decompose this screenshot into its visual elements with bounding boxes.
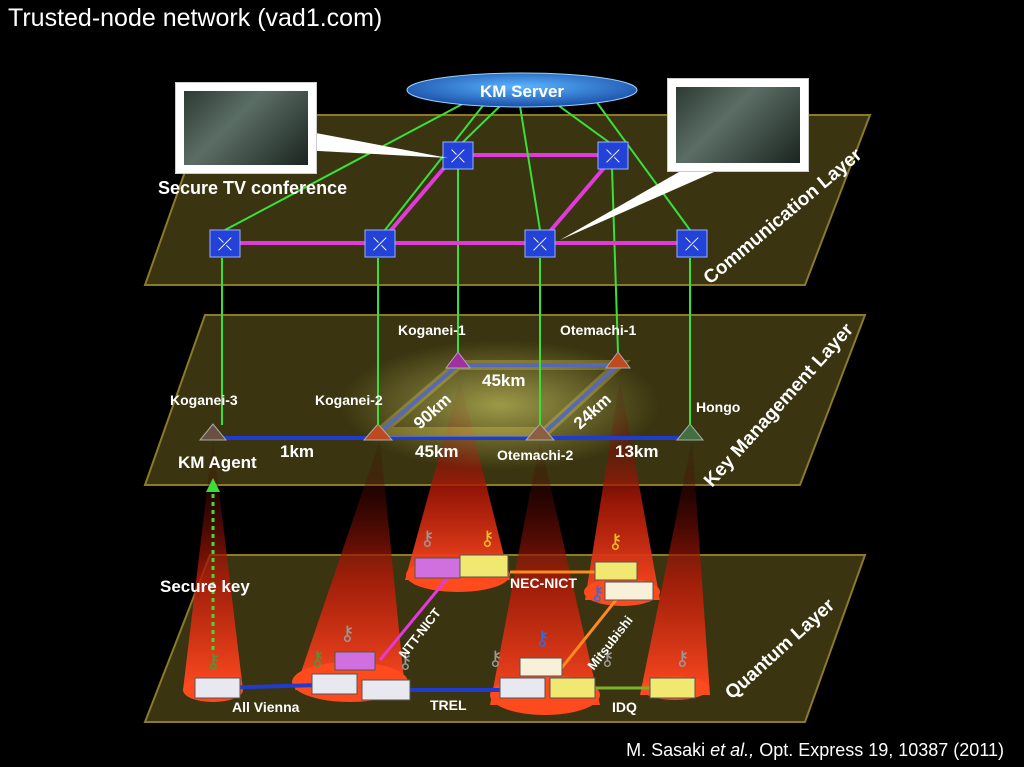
router-nodes: ⤫ ⤫ ⤫ ⤫ ⤫ ⤫: [209, 141, 708, 258]
tv-left-pointer: [300, 130, 448, 158]
router-node[interactable]: ⤫: [364, 229, 396, 258]
beam-hongo: [640, 440, 710, 695]
secure-key-arrowhead: [206, 478, 220, 492]
server-links: [224, 99, 691, 231]
key-icon: ⚷: [608, 529, 623, 553]
link-label-trel: TREL: [430, 697, 467, 713]
node-label-koganei2: Koganei-2: [315, 392, 383, 408]
node-label-koganei1: Koganei-1: [398, 322, 466, 338]
router-node[interactable]: ⤫: [597, 141, 629, 170]
beam-koganei1: [405, 380, 510, 580]
conference-label: Secure TV conference: [158, 178, 347, 198]
qkd-device[interactable]: [499, 677, 546, 699]
layer-connectors: [221, 167, 691, 425]
qkd-device[interactable]: [361, 679, 411, 701]
node-label-otemachi1: Otemachi-1: [560, 322, 636, 338]
svg-text:⤫: ⤫: [533, 234, 547, 255]
distance-13km: 13km: [615, 442, 658, 461]
node-label-koganei3: Koganei-3: [170, 392, 238, 408]
router-node[interactable]: ⤫: [676, 229, 708, 258]
qkd-device[interactable]: [594, 561, 638, 581]
key-icon: ⚷: [535, 626, 550, 650]
koganei1-marker: [445, 351, 471, 369]
link-label-vienna: All Vienna: [232, 699, 300, 715]
koganei3-marker: [198, 423, 228, 441]
otemachi2-marker: [524, 423, 556, 441]
beam-koganei3: [183, 440, 243, 690]
tv-conference-left-image: [175, 82, 317, 174]
svg-text:⤫: ⤫: [685, 234, 699, 255]
svg-text:⤫: ⤫: [606, 146, 620, 167]
distance-1km: 1km: [280, 442, 314, 461]
router-node[interactable]: ⤫: [524, 229, 556, 258]
qkd-device[interactable]: [459, 554, 509, 578]
link-label-nec: NEC-NICT: [510, 575, 577, 591]
key-icon: ⚷: [675, 646, 690, 670]
hongo-marker: [675, 423, 705, 441]
router-node[interactable]: ⤫: [442, 141, 474, 170]
distance-45km-top: 45km: [482, 371, 525, 390]
node-label-hongo: Hongo: [696, 399, 740, 415]
slide-title: Trusted-node network (vad1.com): [8, 4, 383, 32]
qkd-device[interactable]: [549, 677, 596, 699]
qkd-device[interactable]: [311, 673, 358, 695]
qkd-device[interactable]: [649, 677, 696, 699]
node-label-otemachi2: Otemachi-2: [497, 447, 573, 463]
comm-links: [225, 153, 690, 245]
qkd-device[interactable]: [604, 581, 654, 601]
svg-text:⤫: ⤫: [451, 146, 465, 167]
qkd-device[interactable]: [194, 677, 241, 699]
key-icons: ⚷ ⚷ ⚷ ⚷ ⚷ ⚷ ⚷ ⚷ ⚷ ⚷ ⚷ ⚷: [206, 526, 690, 673]
tv-right-pointer: [560, 160, 730, 240]
km-node-markers: [198, 351, 705, 441]
km-server[interactable]: [406, 72, 638, 108]
qkd-device[interactable]: [519, 657, 563, 677]
qkd-device[interactable]: [414, 557, 461, 579]
svg-text:⤫: ⤫: [373, 234, 387, 255]
svg-text:⤫: ⤫: [218, 234, 232, 255]
distance-45km-bottom: 45km: [415, 442, 458, 461]
link-label-idq: IDQ: [612, 699, 637, 715]
km-server-label: KM Server: [480, 82, 564, 101]
koganei2-marker: [362, 423, 394, 441]
key-icon: ⚷: [310, 646, 325, 670]
beam-otemachi1: [585, 380, 660, 600]
key-icon: ⚷: [590, 581, 605, 605]
otemachi1-marker: [605, 351, 631, 369]
key-icon: ⚷: [420, 526, 435, 550]
key-icon: ⚷: [206, 649, 221, 673]
secure-key-label: Secure key: [160, 577, 250, 596]
qkd-devices: [194, 554, 696, 701]
key-icon: ⚷: [398, 649, 413, 673]
qkd-device[interactable]: [334, 651, 376, 671]
km-glow: [340, 340, 660, 470]
km-agent-label: KM Agent: [178, 453, 257, 472]
key-icon: ⚷: [600, 646, 615, 670]
router-node[interactable]: ⤫: [209, 229, 241, 258]
beam-koganei2: [295, 440, 405, 690]
key-icon: ⚷: [340, 621, 355, 645]
citation: M. Sasaki et al., Opt. Express 19, 10387…: [626, 740, 1004, 760]
key-icon: ⚷: [488, 646, 503, 670]
key-icon: ⚷: [480, 526, 495, 550]
tv-conference-right-image: [667, 78, 809, 172]
